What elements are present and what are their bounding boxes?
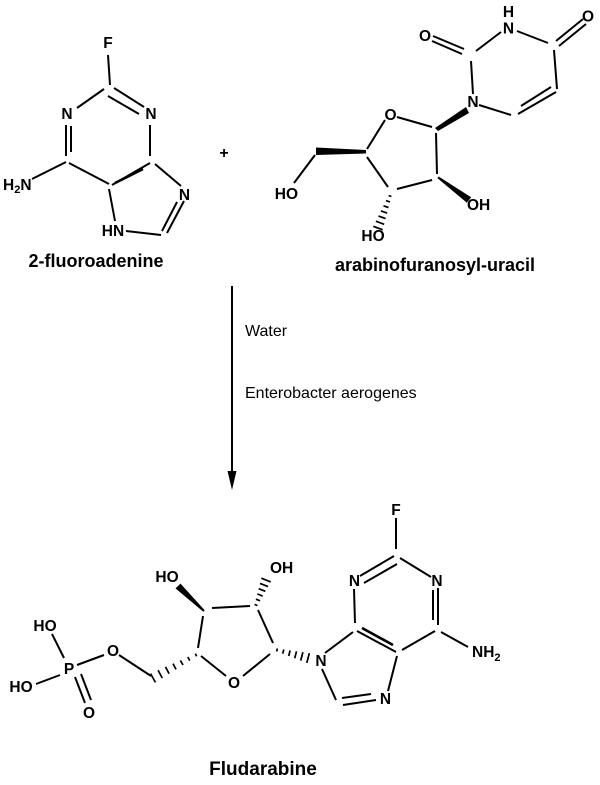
product-name: Fludarabine (209, 759, 317, 780)
purine-bonds (321, 518, 469, 706)
atom-fluorine: F (103, 35, 112, 52)
atom-ho3: HO (361, 228, 384, 245)
atom-n3: N (145, 106, 156, 123)
amino-subscript: 2 (14, 184, 20, 196)
sugar-bonds (149, 577, 311, 683)
atom-n7: N (380, 691, 391, 708)
atom-ring-o: O (228, 675, 240, 692)
hash-wedge-ch2-c4 (149, 653, 198, 683)
atom-n1: N (61, 106, 72, 123)
phosphate-bonds (35, 633, 152, 704)
atom-o2: O (419, 28, 431, 45)
molecule-arabinofuranosyl-uracil: H N O O N O HO OH HO (275, 4, 594, 245)
atom-n9: N (315, 653, 326, 670)
atom-ho3: HO (155, 569, 178, 586)
arabinose-bonds (293, 116, 472, 231)
amino-nh: NH (472, 644, 494, 661)
atom-n3: N (349, 573, 360, 590)
2-fluoroadenine-bonds (31, 54, 185, 236)
plus-operator: + (219, 145, 228, 162)
atom-phosphate-ho-left: HO (9, 679, 32, 696)
condition-reagent: Water (245, 323, 288, 340)
atom-n3-h: H (503, 4, 514, 21)
condition-organism: Enterobacter aerogenes (245, 385, 417, 402)
hash-wedge-c2-oh (254, 577, 272, 607)
reactant2-name: arabinofuranosyl-uracil (335, 255, 535, 275)
atom-ester-o: O (107, 643, 119, 660)
atom-n9h: HN (102, 223, 124, 240)
arrowhead (227, 471, 237, 490)
hash-wedge-c3-ho (373, 194, 392, 231)
atom-n1: N (467, 94, 478, 111)
atom-oh2: OH (270, 560, 293, 577)
wedge-c2-oh (437, 176, 472, 203)
reactant1-name: 2-fluoroadenine (28, 251, 163, 271)
atom-ring-o: O (384, 107, 396, 124)
atom-n3: N (503, 21, 514, 38)
atom-phosphorus: P (64, 661, 74, 678)
molecule-fludarabine: HO P HO O O O HO OH N N N N F NH2 (9, 502, 500, 722)
atom-fluorine: F (391, 502, 400, 519)
amino-subscript: 2 (494, 652, 500, 664)
wedge-c3-ho (175, 583, 205, 612)
atom-oh2: OH (467, 197, 490, 214)
wedge-c4-ch2 (316, 147, 366, 155)
hash-wedge-c1-n9 (275, 648, 311, 664)
molecule-2-fluoroadenine: F N N N HN H2N (3, 35, 190, 240)
atom-phosphate-o-double: O (83, 705, 95, 722)
wedge-n1-c1 (435, 107, 469, 131)
amino-n: N (20, 177, 31, 194)
atom-phosphate-ho-top: HO (33, 618, 56, 635)
atom-amino-group: H2N (3, 177, 32, 196)
atom-n7: N (179, 187, 190, 204)
atom-n1: N (431, 573, 442, 590)
amino-h: H (3, 177, 14, 194)
atom-ho5: HO (275, 186, 298, 203)
uracil-bonds (431, 18, 587, 131)
atom-amino-group: NH2 (472, 644, 501, 664)
reaction-arrow (227, 286, 237, 490)
atom-o4: O (582, 9, 594, 26)
